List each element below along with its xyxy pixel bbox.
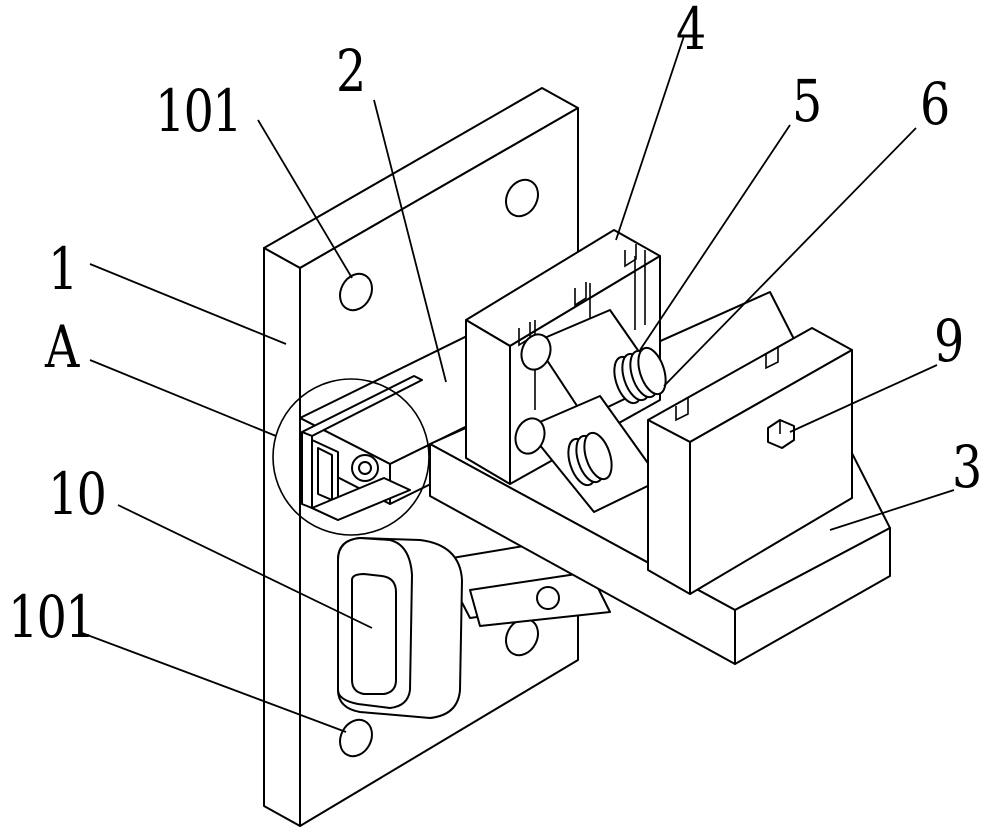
callout-101-upper: 101: [155, 77, 243, 145]
callout-6: 6: [920, 70, 950, 138]
right-clamp-block: [647, 327, 853, 595]
callout-A: A: [45, 313, 79, 381]
callout-9: 9: [934, 307, 964, 375]
callout-4: 4: [676, 0, 706, 63]
mounting-holes: [339, 178, 539, 758]
mounting-hole-upper-right: [505, 178, 539, 218]
handle: [337, 537, 463, 719]
callout-10: 10: [48, 460, 107, 528]
bolt-head: [767, 419, 795, 449]
callout-2: 2: [336, 37, 366, 105]
leader-lines: [81, 35, 955, 733]
mounting-hole-upper-left: [339, 272, 373, 312]
callout-1: 1: [48, 235, 78, 303]
callout-3: 3: [952, 433, 982, 501]
springs: [567, 346, 667, 487]
detail-a-circle: [272, 378, 430, 536]
callout-5: 5: [792, 67, 822, 135]
callout-101-lower: 101: [8, 583, 96, 651]
